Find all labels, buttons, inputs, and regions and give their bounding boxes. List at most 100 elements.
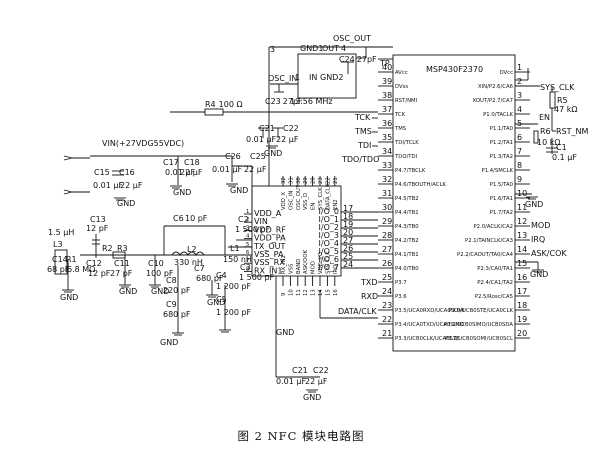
mcu-pin-number: 26 bbox=[382, 259, 392, 268]
nfc-pin-label: OSC_IN bbox=[288, 191, 294, 210]
mcu-pin-label: P3.4/UCA0TXD/UCA0SIMO bbox=[395, 322, 464, 328]
nfc-pin-number: 29 bbox=[303, 177, 309, 184]
nfc-pin-number: 23 bbox=[318, 177, 324, 184]
c7-name: C7 bbox=[194, 264, 205, 273]
crystal-pin4: 4 bbox=[341, 44, 346, 53]
gnd-c11: GND bbox=[119, 287, 137, 296]
mcu-pin-number: 10 bbox=[517, 189, 527, 198]
net-rst-nm: RST_NM bbox=[556, 127, 589, 136]
mcu-pin-label: P1.1/TA0 bbox=[490, 126, 514, 132]
mcu-pin-number: 5 bbox=[517, 119, 522, 128]
nfc-pin-label: MOD bbox=[311, 261, 317, 274]
c12-name: C12 bbox=[86, 259, 102, 268]
r5-name: R5 bbox=[557, 96, 568, 105]
mcu-pin-label: P2.2/CAOUT/TA0/CA4 bbox=[457, 252, 514, 258]
r1-name: R1 bbox=[66, 255, 77, 264]
c21a-value: 0.01 μF bbox=[246, 135, 276, 144]
c8-value: 220 pF bbox=[163, 286, 191, 295]
mcu-pin-number: 7 bbox=[517, 147, 522, 156]
nfc-pin-label: VSS_RX bbox=[254, 258, 285, 267]
mcu-pin-number: 4 bbox=[517, 105, 522, 114]
nfc-pin-label: I/O_5 bbox=[319, 247, 339, 256]
c11-value: 27 pF bbox=[110, 269, 133, 278]
nfc-pin-number: 31 bbox=[288, 177, 294, 184]
mcu-pin-number: 17 bbox=[517, 287, 527, 296]
mcu-pin-number: 23 bbox=[382, 301, 392, 310]
mcu-pin-number: 16 bbox=[517, 273, 527, 282]
l1-name: L1 bbox=[230, 244, 240, 253]
nfc-pin-label: VSS bbox=[288, 263, 294, 274]
mcu-pin-label: TDI/TCLK bbox=[394, 140, 419, 146]
mcu-pin-number: 25 bbox=[382, 273, 392, 282]
nfc-pin-label: VDD_A bbox=[254, 209, 282, 218]
mcu-pin-number: 21 bbox=[382, 329, 392, 338]
c15-name: C15 bbox=[94, 168, 110, 177]
mcu-pin-label: P4.5/TB2 bbox=[395, 196, 419, 202]
nfc-pin-label: I/O_0 bbox=[319, 207, 339, 216]
nfc-pin-label: I/O_1 bbox=[319, 215, 339, 224]
net-ask: ASK/COK bbox=[531, 249, 567, 258]
nfc-pin-label: VDD_X bbox=[281, 192, 287, 210]
mcu-pin-label: RST/NMI bbox=[395, 98, 418, 104]
nfc-pin-number: 6 bbox=[246, 250, 250, 256]
mcu-pin-number: 30 bbox=[382, 203, 392, 212]
c5-value: 1 200 pF bbox=[216, 308, 252, 317]
gnd-l3: GND bbox=[60, 293, 78, 302]
nfc-pin-label: VDD_RF bbox=[254, 225, 286, 234]
mcu-pin-label: P3.7 bbox=[395, 280, 407, 286]
mcu-pin-label: P4.3/TB0 bbox=[395, 224, 419, 230]
nfc-pin-label: TX_OUT bbox=[253, 242, 286, 251]
mcu-pin-number: 24 bbox=[382, 287, 392, 296]
gnd-mcu-right: GND bbox=[530, 270, 548, 279]
c3-value: 1 500 pF bbox=[239, 273, 275, 282]
c21b-value: 0.01 μF bbox=[276, 377, 306, 386]
r3-name: R3 bbox=[117, 244, 128, 253]
mcu-pin-number: 11 bbox=[517, 203, 527, 212]
net-tms: TMS bbox=[354, 127, 372, 136]
mcu-pin-number: 13 bbox=[517, 231, 527, 240]
mcu-pin-number: 18 bbox=[517, 301, 527, 310]
c21a-name: C21 bbox=[259, 124, 275, 133]
nfc-pin-label: OSC_OUT bbox=[296, 184, 302, 210]
mcu-pin-label: P1.3/TA2 bbox=[490, 154, 513, 160]
c2-name: C2 bbox=[238, 215, 249, 224]
c18-value: 22 μF bbox=[180, 168, 203, 177]
nfc-pin-number: 18 bbox=[343, 212, 353, 221]
c7-value: 680 pF bbox=[196, 274, 224, 283]
c3-name: C3 bbox=[240, 263, 251, 272]
mcu-pin-number: 6 bbox=[517, 133, 522, 142]
nfc-pin-number: 8 bbox=[246, 266, 250, 272]
mcu-pin-number: 33 bbox=[382, 161, 392, 170]
l2-name: L2 bbox=[187, 245, 197, 254]
mcu-pin-number: 15 bbox=[517, 259, 527, 268]
nfc-pin-number: 19 bbox=[343, 220, 353, 229]
mcu-pin-label: P3.2/UCB0SOMI/UCB0SCL bbox=[445, 336, 513, 342]
gnd-r6: GND bbox=[525, 200, 543, 209]
nfc-pin-number: 32 bbox=[281, 177, 287, 184]
mcu-tp-pin: TP bbox=[379, 59, 390, 68]
nfc-pin-number: 15 bbox=[325, 289, 331, 296]
mcu-pin-label: DVss bbox=[395, 84, 408, 90]
c10-name: C10 bbox=[148, 259, 164, 268]
mcu-pin-number: 34 bbox=[382, 147, 392, 156]
c9-value: 680 pF bbox=[163, 310, 191, 319]
mcu-pin-label: DVcc bbox=[500, 70, 514, 76]
nfc-pin-number: 28 bbox=[311, 177, 317, 184]
mcu-pin-label: P4.6/TBOUTH/ACLK bbox=[395, 182, 446, 188]
gnd-c10: GND bbox=[151, 287, 169, 296]
l3-inductor bbox=[54, 249, 68, 275]
gnd-c26: GND bbox=[230, 186, 248, 195]
gnd-c7: GND bbox=[207, 298, 225, 307]
figure-caption: 图 2 NFC 模块电路图 bbox=[237, 429, 365, 443]
nfc-pin-number: 25 bbox=[343, 252, 353, 261]
mcu-pin-label: TDO/TDI bbox=[394, 154, 418, 160]
c22b-name: C22 bbox=[313, 366, 329, 375]
mcu-pin-label: P3.3/UCB0CLK/UCA0STE bbox=[395, 336, 460, 342]
net-tdi: TDI bbox=[357, 141, 371, 150]
nfc-pin-label: BAND bbox=[296, 259, 302, 274]
crystal-gnd1: GND1 bbox=[300, 44, 323, 53]
mcu-pin-label: P1.2/TA1 bbox=[490, 140, 513, 146]
c17-value: 0.01 μF bbox=[165, 168, 195, 177]
